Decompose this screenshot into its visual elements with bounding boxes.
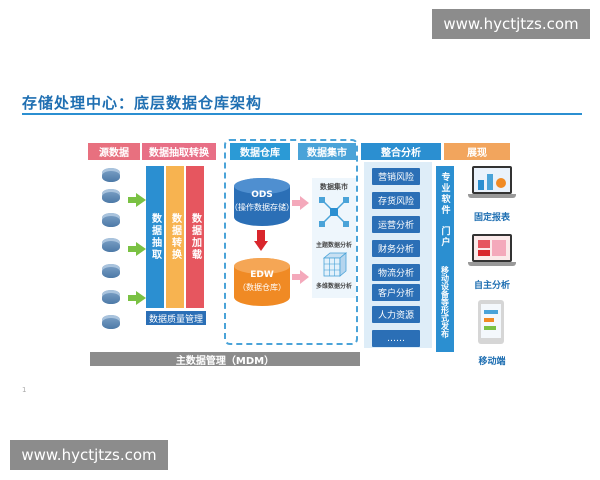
etl-extract-label: 数据抽取 bbox=[149, 213, 161, 261]
database-icon bbox=[102, 213, 120, 227]
analysis-item: 客户分析 bbox=[372, 284, 420, 301]
analysis-item: 人力资源 bbox=[372, 306, 420, 323]
etl-load-label: 数据加载 bbox=[189, 213, 201, 261]
portal-bar bbox=[436, 166, 454, 352]
etl-extract-bar: 数据抽取 bbox=[146, 166, 164, 308]
database-icon bbox=[102, 238, 120, 252]
arrow-right-icon bbox=[292, 196, 309, 210]
mart-top-label: 数据集市 bbox=[320, 183, 348, 191]
display-self-label: 自主分析 bbox=[473, 281, 510, 291]
laptop-self-analysis-icon bbox=[468, 234, 516, 272]
arrow-down-icon bbox=[254, 230, 268, 252]
header-integration: 整合分析 bbox=[361, 143, 441, 160]
analysis-item: 营销风险 bbox=[372, 168, 420, 185]
arrow-right-icon bbox=[128, 291, 146, 305]
analysis-item: …… bbox=[372, 330, 420, 347]
data-quality-label: 数据质量管理 bbox=[146, 311, 206, 325]
mart-mid-label: 主题数据分析 bbox=[315, 242, 352, 249]
etl-transform-label: 数据转换 bbox=[169, 213, 181, 261]
analysis-item: 运营分析 bbox=[372, 216, 420, 233]
analysis-item: 物流分析 bbox=[372, 264, 420, 281]
cube-grid-icon bbox=[322, 252, 348, 277]
database-icon bbox=[102, 315, 120, 329]
edw-label: EDW bbox=[250, 270, 274, 280]
watermark-bottom: www.hyctjtzs.com bbox=[10, 440, 168, 470]
display-mobile-label: 移动端 bbox=[478, 357, 506, 367]
warehouse-region bbox=[224, 139, 358, 345]
database-icon bbox=[102, 168, 120, 182]
arrow-right-icon bbox=[128, 242, 146, 256]
etl-transform-bar: 数据转换 bbox=[166, 166, 184, 308]
edw-sublabel: （数据仓库） bbox=[238, 283, 286, 292]
edw-database: EDW （数据仓库） bbox=[234, 258, 290, 306]
arrow-right-icon bbox=[292, 270, 309, 284]
etl-load-bar: 数据加载 bbox=[186, 166, 204, 308]
database-icon bbox=[102, 189, 120, 203]
ods-label: ODS bbox=[251, 190, 273, 200]
header-mart: 数据集市 bbox=[298, 143, 356, 160]
display-report-label: 固定报表 bbox=[473, 213, 510, 223]
header-source: 源数据 bbox=[88, 143, 140, 160]
footnote-mark: 1 bbox=[22, 386, 27, 394]
ods-sublabel: （操作数据存储） bbox=[230, 203, 294, 212]
header-display: 展现 bbox=[444, 143, 510, 160]
network-icon bbox=[319, 197, 349, 227]
page-title: 存储处理中心：底层数据仓库架构 bbox=[22, 94, 263, 112]
database-icon bbox=[102, 264, 120, 278]
database-icon bbox=[102, 290, 120, 304]
arrow-right-icon bbox=[128, 193, 146, 207]
portal-mobile-label: 移动设备等形式发布 bbox=[440, 266, 450, 338]
laptop-report-icon bbox=[468, 166, 516, 204]
mdm-bar: 主数据管理（MDM） bbox=[90, 352, 360, 367]
mart-bottom-label: 多维数据分析 bbox=[315, 283, 352, 290]
phone-icon bbox=[478, 300, 504, 344]
analysis-item: 存货风险 bbox=[372, 192, 420, 209]
watermark-top: www.hyctjtzs.com bbox=[432, 9, 590, 39]
header-warehouse: 数据仓库 bbox=[230, 143, 290, 160]
header-etl: 数据抽取转换 bbox=[142, 143, 216, 160]
portal-professional-label: 专业软件 bbox=[439, 172, 450, 216]
title-underline bbox=[22, 113, 582, 115]
ods-database: ODS （操作数据存储） bbox=[230, 178, 294, 226]
portal-portal-label: 门户 bbox=[439, 226, 450, 248]
analysis-item: 财务分析 bbox=[372, 240, 420, 257]
